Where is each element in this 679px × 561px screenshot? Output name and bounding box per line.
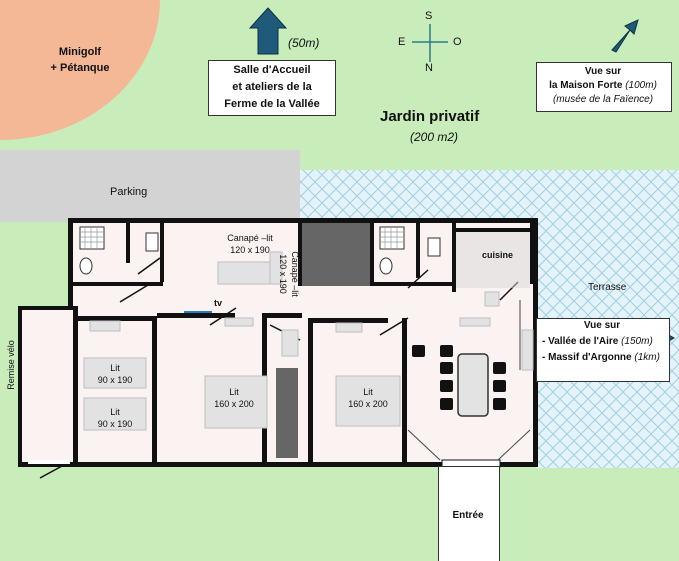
vue-maison-2: la Maison Forte (100m) xyxy=(536,80,670,91)
terrasse-label: Terrasse xyxy=(588,282,627,293)
accueil-distance: (50m) xyxy=(288,36,320,50)
entree-label: Entrée xyxy=(452,510,484,521)
lit-label-b: Lit 90 x 190 xyxy=(97,407,133,429)
lit-label-a: Lit 90 x 190 xyxy=(97,363,133,385)
canape-label-2: Canapé –lit 120 x 190 xyxy=(278,251,300,297)
compass-s: S xyxy=(425,10,433,22)
vue-maison-distance: (100m) xyxy=(625,80,657,91)
accueil-box xyxy=(208,60,336,116)
canape-label-1: Canapé –lit 120 x 190 xyxy=(227,233,273,255)
maison-box xyxy=(536,62,672,112)
compass-icon xyxy=(412,24,448,62)
parking-label: Parking xyxy=(110,186,148,198)
arrow-diagonal-icon xyxy=(611,19,639,53)
jardin-area: (200 m2) xyxy=(410,130,459,144)
minigolf-label: Minigolf + Pétanque xyxy=(50,46,110,74)
jardin-title: Jardin privatif xyxy=(380,108,480,125)
vue-vallee-aire-distance: (150m) xyxy=(621,336,653,347)
cuisine-label: cuisine xyxy=(482,250,514,260)
vallee-box xyxy=(536,318,670,382)
vue-vallee-1: Vue sur xyxy=(583,320,621,331)
vue-vallee-2: - Vallée de l'Aire (150m) xyxy=(542,336,653,347)
vue-maison-name: la Maison Forte xyxy=(549,80,623,91)
compass-n: N xyxy=(425,62,433,74)
vue-vallee-argonne: - Massif d'Argonne xyxy=(542,352,632,363)
lit-label-d: Lit 160 x 200 xyxy=(348,387,388,409)
arrow-up-icon xyxy=(248,7,288,55)
vue-maison-1: Vue sur xyxy=(584,66,622,77)
dining-table xyxy=(457,353,489,417)
entree-box xyxy=(438,466,500,561)
remise-label: Remise vélo xyxy=(6,340,16,390)
vue-vallee-argonne-distance: (1km) xyxy=(634,352,660,363)
compass-o: O xyxy=(453,36,462,48)
vue-vallee-aire: - Vallée de l'Aire xyxy=(542,336,619,347)
vue-vallee-3: - Massif d'Argonne (1km) xyxy=(542,352,660,363)
compass-e: E xyxy=(398,36,406,48)
vue-maison-3: (musée de la Faïence) xyxy=(552,94,654,105)
parking-area xyxy=(0,150,300,222)
lit-label-c: Lit 160 x 200 xyxy=(214,387,254,409)
minigolf-area xyxy=(0,0,160,140)
accueil-label: Salle d'Accueil et ateliers de la Ferme … xyxy=(224,64,320,110)
tv-label: tv xyxy=(214,298,223,308)
